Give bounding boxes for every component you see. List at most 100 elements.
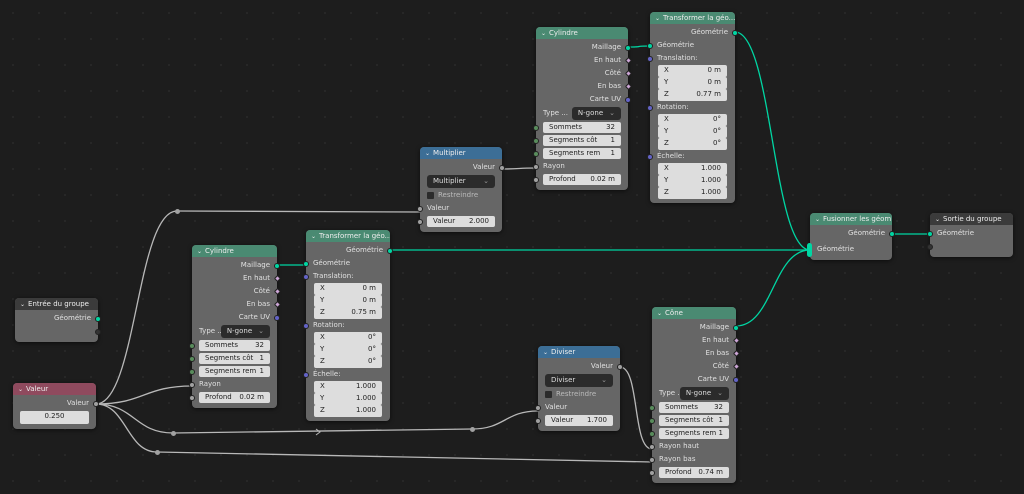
socket-vector[interactable] [303, 371, 309, 378]
node-link[interactable] [95, 403, 174, 434]
node-link[interactable] [156, 451, 653, 463]
node-header[interactable]: ⌄Cylindre [536, 27, 628, 39]
multi-input-socket[interactable] [807, 243, 812, 257]
socket-int[interactable] [189, 342, 195, 349]
node-link[interactable] [734, 31, 811, 251]
collapse-chevron-icon[interactable]: ⌄ [197, 248, 203, 255]
socket-float[interactable] [535, 417, 541, 424]
clamp-checkbox-row[interactable]: Restreindre [538, 388, 620, 401]
node-link[interactable] [627, 45, 651, 48]
reroute-node[interactable] [469, 426, 475, 432]
socket-float[interactable] [417, 205, 423, 212]
node-link[interactable] [172, 428, 473, 434]
socket-float[interactable] [533, 163, 539, 170]
node-link[interactable] [95, 385, 193, 405]
reroute-node[interactable] [170, 430, 176, 436]
node-link[interactable] [619, 366, 653, 450]
socket-geometry[interactable] [387, 247, 393, 254]
socket-float[interactable] [649, 469, 655, 476]
collapse-chevron-icon[interactable]: ⌄ [543, 349, 549, 356]
type-dropdown[interactable]: N-gone⌄ [571, 107, 621, 120]
socket-geometry[interactable] [625, 44, 631, 51]
collapse-chevron-icon[interactable]: ⌄ [655, 15, 661, 22]
socket-geometry[interactable] [732, 29, 738, 36]
socket-float[interactable] [649, 456, 655, 463]
socket-int[interactable] [533, 150, 539, 157]
node-link[interactable] [176, 210, 421, 213]
socket-float[interactable] [189, 381, 195, 388]
type-dropdown[interactable]: N-gone⌄ [679, 387, 729, 400]
socket-float[interactable] [189, 394, 195, 401]
node-header[interactable]: ⌄Valeur [13, 383, 96, 395]
socket-geometry[interactable] [889, 230, 895, 237]
operation-dropdown[interactable]: Diviser⌄ [545, 374, 613, 387]
collapse-chevron-icon[interactable]: ⌄ [657, 310, 663, 317]
socket-int[interactable] [189, 355, 195, 362]
node-header[interactable]: ⌄Transformer la géo... [650, 12, 735, 24]
node-header[interactable]: ⌄Sortie du groupe [930, 213, 1013, 225]
socket-float[interactable] [499, 164, 505, 171]
collapse-chevron-icon[interactable]: ⌄ [311, 233, 317, 240]
reroute-node[interactable] [174, 208, 180, 214]
node-header[interactable]: ⌄Cône [652, 307, 736, 319]
node-header[interactable]: ⌄Fusionner les géom... [810, 213, 892, 225]
collapse-chevron-icon[interactable]: ⌄ [18, 386, 24, 393]
socket-int[interactable] [533, 124, 539, 131]
socket-vector[interactable] [733, 376, 739, 383]
node-header[interactable]: ⌄Multiplier [420, 147, 502, 159]
socket-float[interactable] [93, 400, 99, 407]
collapse-chevron-icon[interactable]: ⌄ [425, 150, 431, 157]
checkbox[interactable] [545, 390, 552, 398]
socket-float[interactable] [617, 363, 623, 370]
collapse-chevron-icon[interactable]: ⌄ [815, 216, 821, 223]
socket-geometry[interactable] [647, 42, 653, 49]
socket-int[interactable] [649, 404, 655, 411]
socket-vector[interactable] [274, 314, 280, 321]
socket-geometry[interactable] [274, 262, 280, 269]
socket-int[interactable] [189, 368, 195, 375]
socket-float[interactable] [535, 404, 541, 411]
node-link[interactable] [501, 167, 537, 170]
node-link[interactable] [95, 403, 158, 453]
operation-dropdown[interactable]: Multiplier⌄ [427, 175, 495, 188]
checkbox[interactable] [427, 191, 434, 199]
collapse-chevron-icon[interactable]: ⌄ [20, 301, 26, 308]
clamp-checkbox-row[interactable]: Restreindre [420, 189, 502, 202]
socket-float[interactable] [649, 443, 655, 450]
socket-empty[interactable] [95, 328, 101, 335]
node-link[interactable] [95, 210, 178, 405]
socket-geometry[interactable] [303, 260, 309, 267]
